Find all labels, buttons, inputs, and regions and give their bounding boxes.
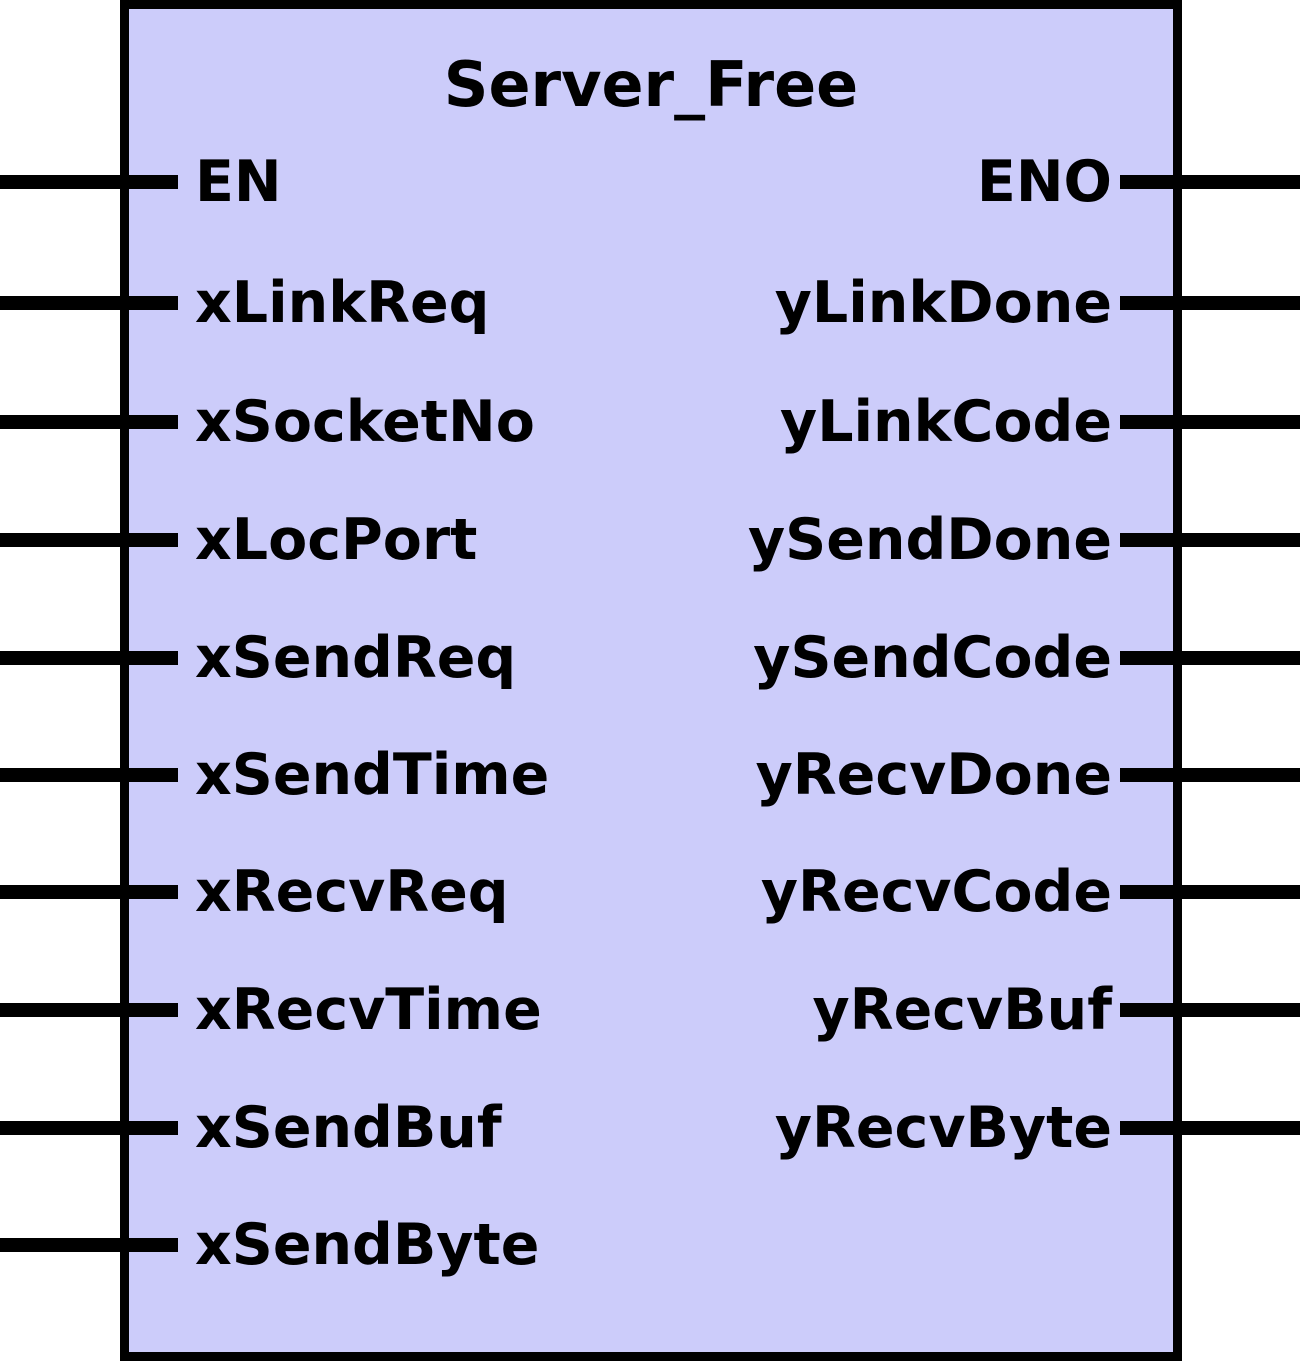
output-pin-label: yRecvByte: [774, 1095, 1112, 1161]
input-pin-connector-icon[interactable]: [0, 415, 178, 429]
output-pin-connector-icon[interactable]: [1120, 768, 1300, 782]
input-pin-label: xSendTime: [195, 742, 550, 808]
input-pin-connector-icon[interactable]: [0, 768, 178, 782]
input-pin-label: xSendBuf: [195, 1095, 502, 1161]
input-pin-connector-icon[interactable]: [0, 296, 178, 310]
output-pin-connector-icon[interactable]: [1120, 533, 1300, 547]
input-pin-connector-icon[interactable]: [0, 1238, 178, 1252]
output-pin-connector-icon[interactable]: [1120, 1003, 1300, 1017]
input-pin-connector-icon[interactable]: [0, 651, 178, 665]
input-pin-connector-icon[interactable]: [0, 533, 178, 547]
input-pin-label: xSendReq: [195, 625, 517, 691]
input-pin-label: xLinkReq: [195, 270, 490, 336]
input-pin-connector-icon[interactable]: [0, 885, 178, 899]
input-pin-connector-icon[interactable]: [0, 1121, 178, 1135]
output-pin-connector-icon[interactable]: [1120, 296, 1300, 310]
input-pin-connector-icon[interactable]: [0, 1003, 178, 1017]
input-pin-connector-icon[interactable]: [0, 175, 178, 189]
output-pin-label: yLinkDone: [774, 270, 1112, 336]
function-block-body[interactable]: [120, 0, 1182, 1361]
output-pin-connector-icon[interactable]: [1120, 651, 1300, 665]
input-pin-label: xSocketNo: [195, 389, 535, 455]
output-pin-connector-icon[interactable]: [1120, 885, 1300, 899]
output-pin-connector-icon[interactable]: [1120, 415, 1300, 429]
input-pin-label: xRecvTime: [195, 977, 542, 1043]
input-pin-label: xLocPort: [195, 507, 478, 573]
output-pin-label: ySendCode: [753, 625, 1112, 691]
output-pin-label: yRecvCode: [760, 859, 1112, 925]
input-pin-label: xRecvReq: [195, 859, 509, 925]
output-pin-label: yLinkCode: [780, 389, 1112, 455]
output-pin-connector-icon[interactable]: [1120, 175, 1300, 189]
output-pin-label: yRecvBuf: [812, 977, 1112, 1043]
function-block-title: Server_Free: [443, 48, 859, 121]
output-pin-label: yRecvDone: [755, 742, 1112, 808]
output-pin-label: ENO: [976, 149, 1112, 215]
input-pin-label: EN: [195, 149, 282, 215]
output-pin-label: ySendDone: [748, 507, 1112, 573]
output-pin-connector-icon[interactable]: [1120, 1121, 1300, 1135]
input-pin-label: xSendByte: [195, 1212, 540, 1278]
